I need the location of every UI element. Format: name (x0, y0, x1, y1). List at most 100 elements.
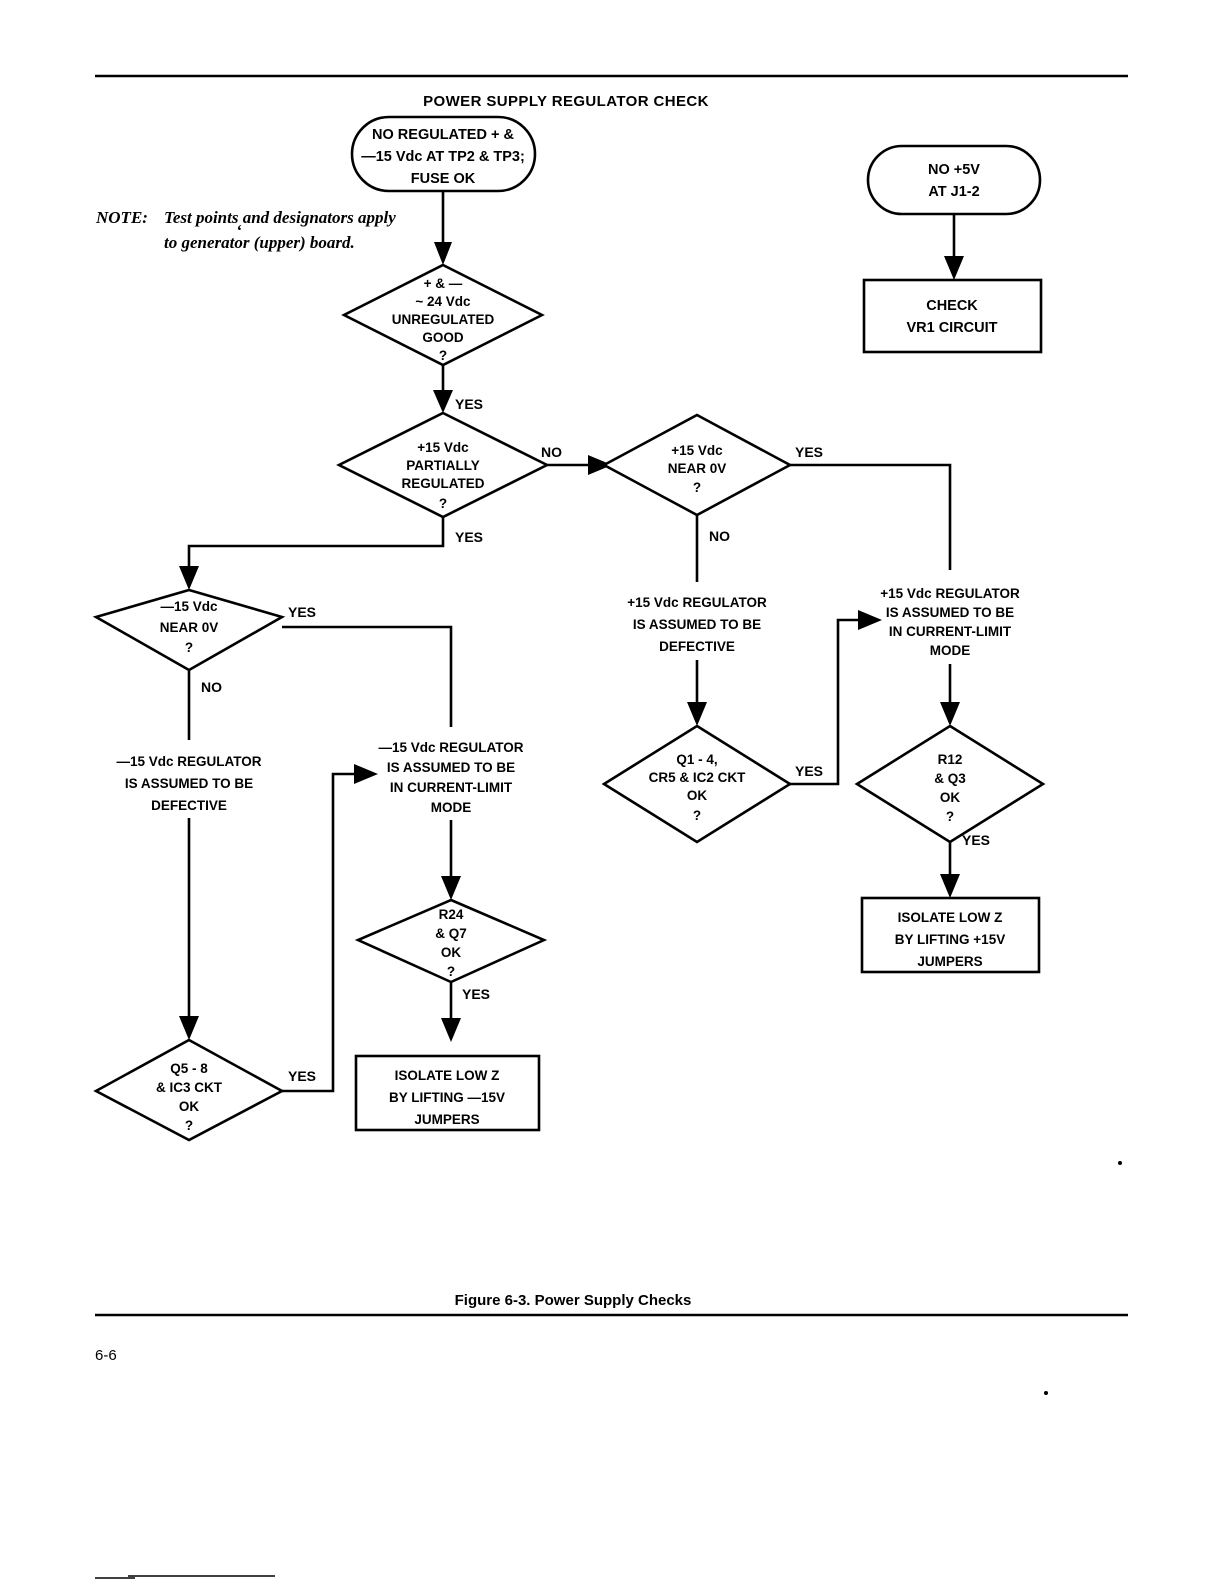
node-q1-4-line-3: OK (687, 788, 708, 803)
text-n15-defective-line-3: DEFECTIVE (151, 798, 227, 813)
node-partial-line-3: REGULATED (402, 476, 485, 491)
node-p15near0-line-2: NEAR 0V (668, 461, 727, 476)
node-start-5v-line-1: NO +5V (928, 162, 980, 178)
node-process-check-vr1 (862, 278, 1043, 354)
edge-label-partial-no: NO (541, 444, 562, 460)
node-start-no-5v (866, 144, 1042, 216)
note-line-1: Test points and designators apply (164, 208, 396, 227)
text-p15-currentlimit-line-4: MODE (930, 643, 971, 658)
node-start-5v-line-2: AT J1-2 (928, 184, 979, 200)
node-r12-q3-line-1: R12 (938, 752, 963, 767)
node-q5-8-line-3: OK (179, 1099, 200, 1114)
arrowhead-partial-no (588, 455, 612, 475)
page-speck-2 (1044, 1391, 1048, 1395)
node-q5-8-line-1: Q5 - 8 (170, 1061, 208, 1076)
edge-label-p15near0-yes: YES (795, 444, 823, 460)
arrowhead-r12-q3-yes (940, 874, 960, 898)
node-start-main-line-3: FUSE OK (411, 171, 476, 187)
node-unreg-line-5: ? (439, 348, 447, 363)
node-r24-q7-line-3: OK (441, 945, 462, 960)
arrowhead-5v-to-check-vr1 (944, 256, 964, 280)
node-unreg-line-4: GOOD (422, 330, 464, 345)
node-isolate-n15-line-2: BY LIFTING —15V (389, 1090, 505, 1105)
node-n15near0-line-1: —15 Vdc (160, 599, 218, 614)
edge-partial-yes (187, 517, 445, 570)
node-isolate-p15-line-2: BY LIFTING +15V (895, 932, 1005, 947)
node-q5-8-line-2: & IC3 CKT (156, 1080, 223, 1095)
arrowhead-unreg-yes (433, 390, 453, 413)
node-check-vr1-line-2: VR1 CIRCUIT (906, 320, 997, 336)
node-partial-line-1: +15 Vdc (417, 440, 469, 455)
edge-n15near0-yes (282, 625, 453, 727)
edge-label-q1-4-yes: YES (795, 763, 823, 779)
node-decision-q5-8-ic3 (93, 1038, 285, 1142)
page-speck-1 (1118, 1161, 1122, 1165)
node-partial-line-2: PARTIALLY (406, 458, 480, 473)
edge-label-partial-yes: YES (455, 529, 483, 545)
text-n15-currentlimit-line-2: IS ASSUMED TO BE (387, 760, 515, 775)
page-number: 6-6 (95, 1347, 117, 1364)
arrowhead-p15-currentlimit-to-r12 (940, 702, 960, 726)
node-unreg-line-2: ~ 24 Vdc (415, 294, 471, 309)
text-n15-currentlimit-line-4: MODE (431, 800, 472, 815)
node-isolate-p15-line-1: ISOLATE LOW Z (898, 910, 1003, 925)
node-p15near0-line-1: +15 Vdc (671, 443, 723, 458)
arrowhead-partial-yes (179, 566, 199, 590)
node-n15near0-line-3: ? (185, 640, 193, 655)
text-n15-currentlimit-line-1: —15 Vdc REGULATOR (378, 740, 523, 755)
edge-label-p15near0-no: NO (709, 528, 730, 544)
arrowhead-q5-8-yes (354, 764, 378, 784)
edge-q5-8-yes (282, 772, 358, 1093)
edge-label-r12-q3-yes: YES (962, 832, 990, 848)
figure-caption: Figure 6-3. Power Supply Checks (455, 1292, 692, 1309)
edge-label-q5-8-yes: YES (288, 1068, 316, 1084)
node-q1-4-line-2: CR5 & IC2 CKT (649, 770, 747, 785)
text-n15-defective-line-2: IS ASSUMED TO BE (125, 776, 253, 791)
node-r12-q3-line-4: ? (946, 809, 954, 824)
node-process-isolate-minus15 (354, 1054, 541, 1132)
arrowhead-n15-defective-to-q5-8 (179, 1016, 199, 1040)
node-r12-q3-line-3: OK (940, 790, 961, 805)
node-p15near0-line-3: ? (693, 480, 701, 495)
edge-p15near0-yes (790, 463, 952, 570)
arrowhead-n15-currentlimit-to-r24 (441, 876, 461, 900)
edge-label-unreg-yes: YES (455, 396, 483, 412)
node-partial-line-4: ? (439, 496, 447, 511)
node-start-main-line-1: NO REGULATED + & (372, 127, 514, 143)
edge-label-n15near0-yes: YES (288, 604, 316, 620)
edge-label-n15near0-no: NO (201, 679, 222, 695)
text-p15-defective-line-3: DEFECTIVE (659, 639, 735, 654)
node-r24-q7-line-4: ? (447, 964, 455, 979)
text-p15-defective-line-1: +15 Vdc REGULATOR (627, 595, 767, 610)
arrowhead-r24-q7-yes (441, 1018, 461, 1042)
arrowhead-q1-4-yes (858, 610, 882, 630)
node-q5-8-line-4: ? (185, 1118, 193, 1133)
text-p15-defective-line-2: IS ASSUMED TO BE (633, 617, 761, 632)
note-line-2: to generator (upper) board. (164, 233, 355, 252)
node-process-isolate-plus15 (860, 896, 1041, 974)
note-label: NOTE: (95, 208, 148, 227)
node-unreg-line-3: UNREGULATED (392, 312, 495, 327)
arrowhead-p15-defective-to-q1-4 (687, 702, 707, 726)
node-r24-q7-line-2: & Q7 (435, 926, 467, 941)
node-r24-q7-line-1: R24 (439, 907, 464, 922)
node-q1-4-line-1: Q1 - 4, (676, 752, 717, 767)
text-p15-currentlimit-line-1: +15 Vdc REGULATOR (880, 586, 1020, 601)
arrowhead-start-to-unreg (434, 242, 452, 265)
node-n15near0-line-2: NEAR 0V (160, 620, 219, 635)
node-r12-q3-line-2: & Q3 (934, 771, 966, 786)
text-p15-currentlimit-line-3: IN CURRENT-LIMIT (889, 624, 1012, 639)
text-n15-currentlimit-line-3: IN CURRENT-LIMIT (390, 780, 513, 795)
note-stray-mark: ‘ (236, 221, 242, 240)
node-isolate-n15-line-1: ISOLATE LOW Z (395, 1068, 500, 1083)
node-q1-4-line-4: ? (693, 808, 701, 823)
text-p15-currentlimit-line-2: IS ASSUMED TO BE (886, 605, 1014, 620)
node-isolate-p15-line-3: JUMPERS (917, 954, 982, 969)
edge-q1-4-yes (790, 618, 862, 786)
edge-label-r24-q7-yes: YES (462, 986, 490, 1002)
node-isolate-n15-line-3: JUMPERS (414, 1112, 479, 1127)
node-start-main-line-2: —15 Vdc AT TP2 & TP3; (361, 149, 525, 165)
node-unreg-line-1: + & — (424, 276, 463, 291)
